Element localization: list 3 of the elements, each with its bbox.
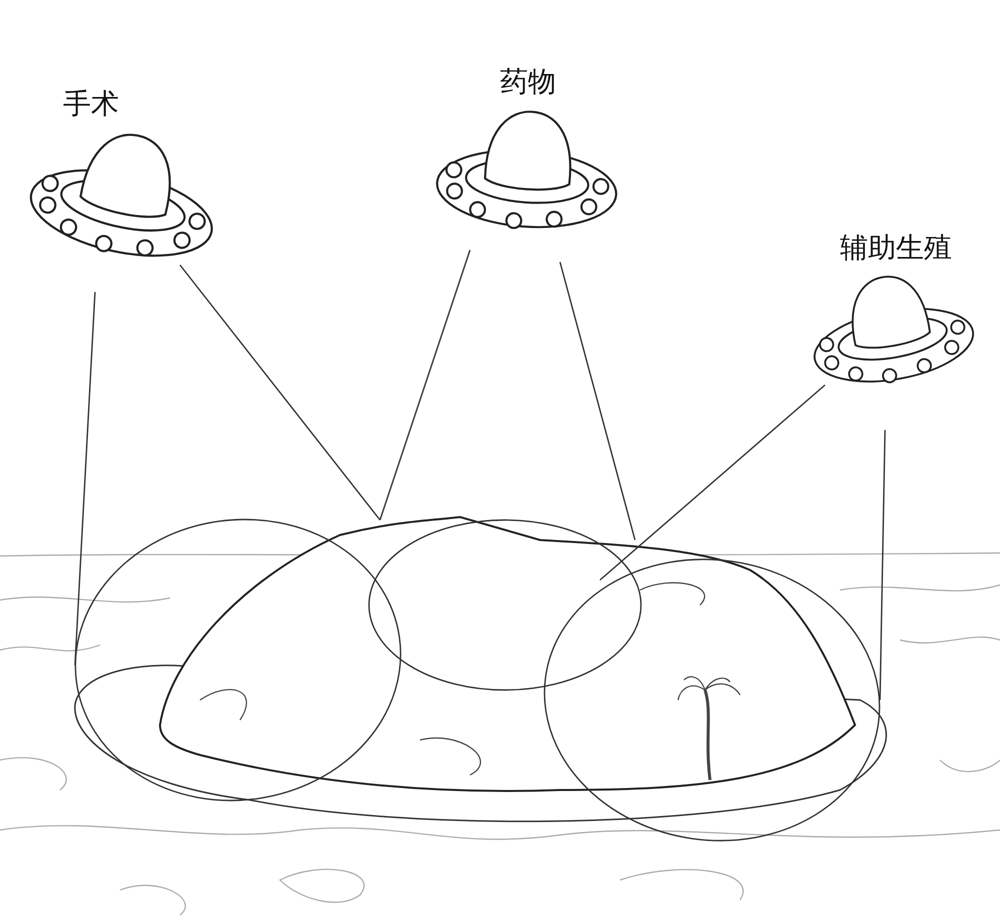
ufo-label: 手术 [63, 86, 119, 121]
ufo-label: 药物 [500, 64, 556, 99]
ufo-label: 辅助生殖 [840, 230, 952, 265]
